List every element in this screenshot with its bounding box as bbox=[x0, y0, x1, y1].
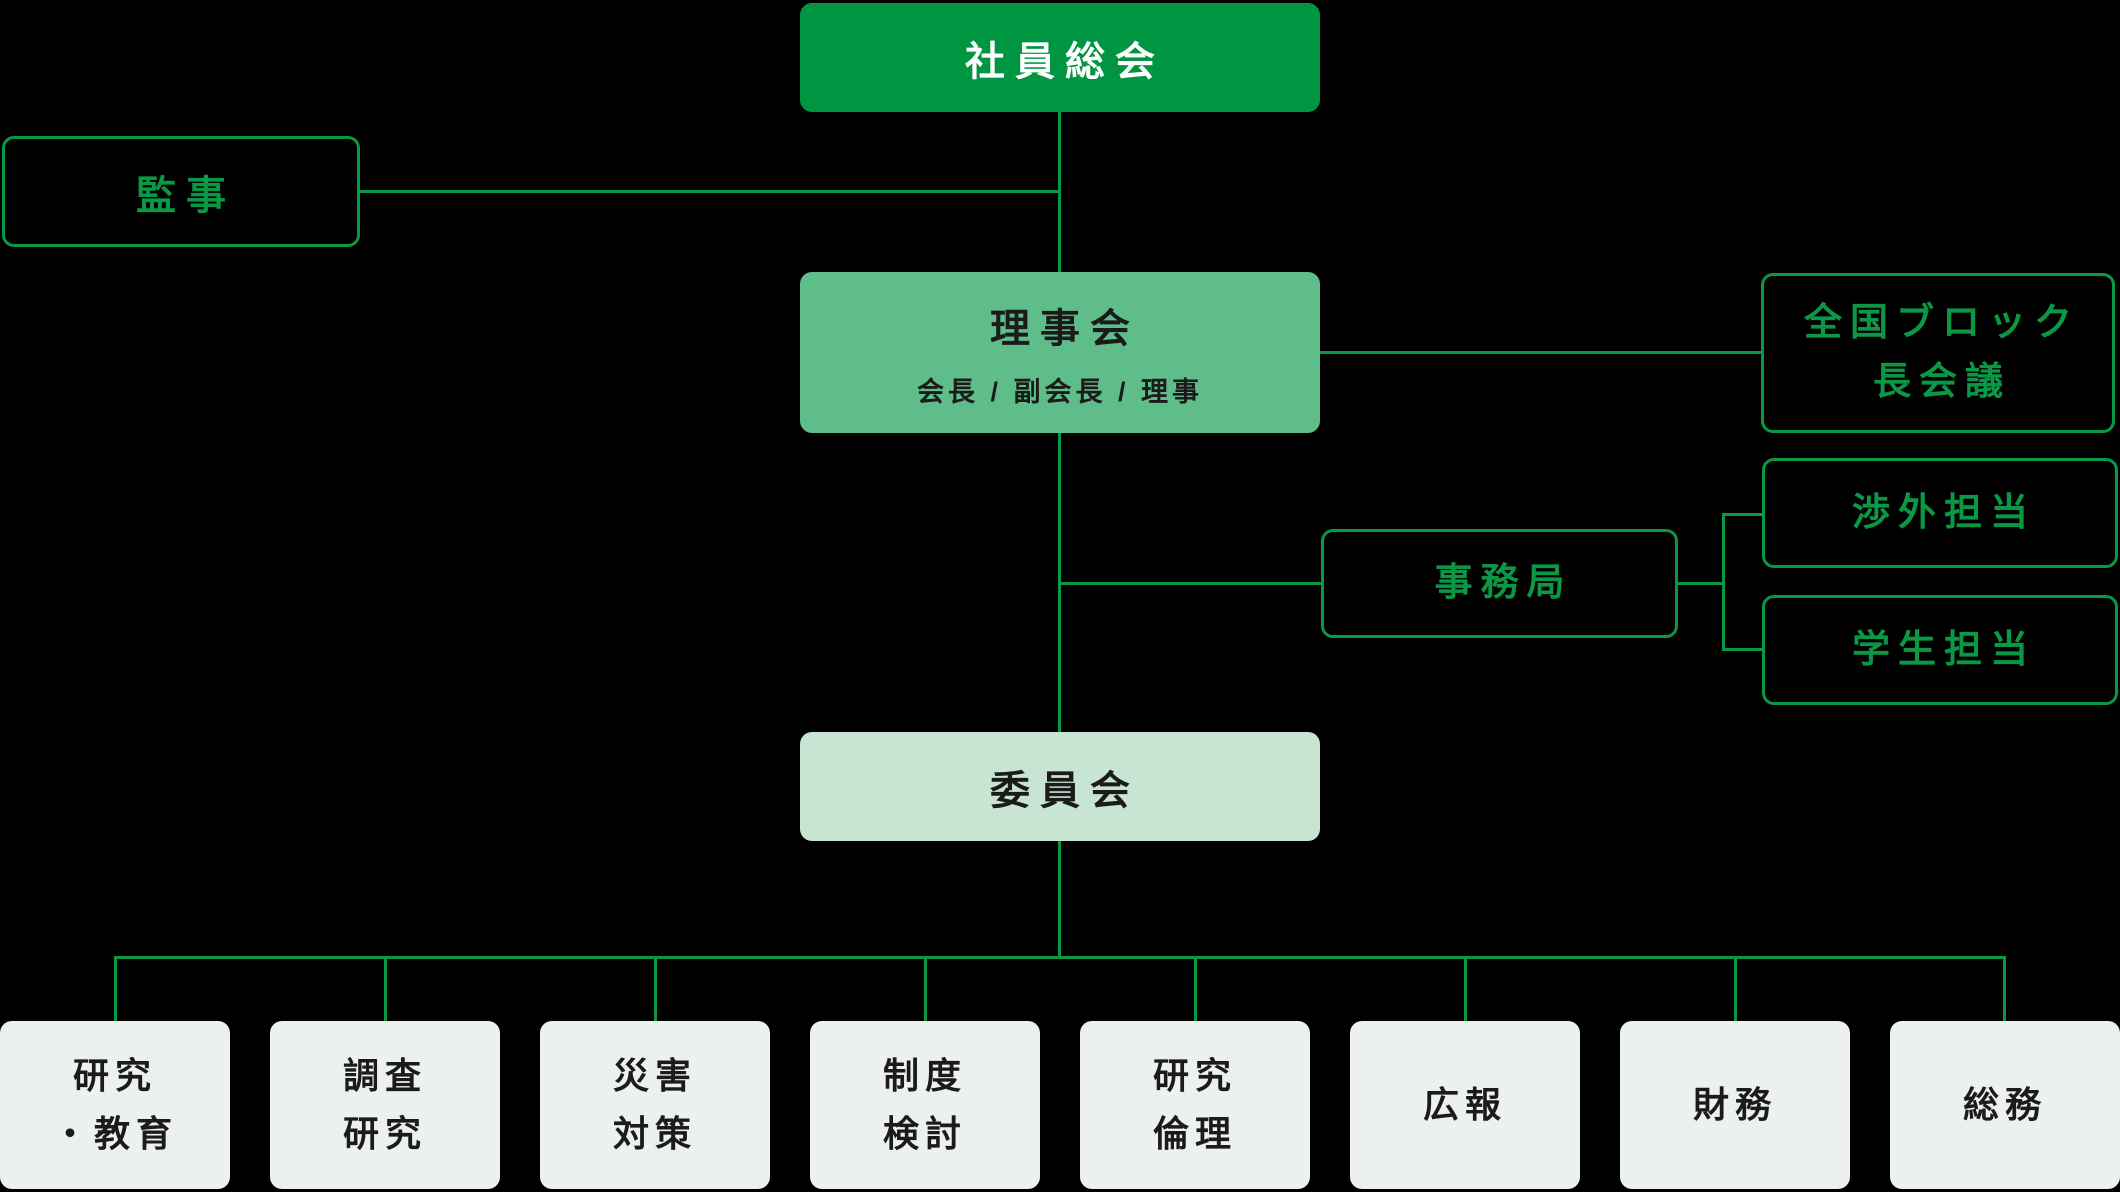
node-label-line1: 全国ブロック bbox=[1803, 302, 2080, 345]
committee-label: 財務 bbox=[1693, 1076, 1777, 1134]
connector-national-block bbox=[1320, 351, 1761, 354]
committee-label: 制度 検討 bbox=[883, 1047, 967, 1162]
committee-label-line: 広報 bbox=[1422, 1084, 1507, 1126]
node-board-of-directors: 理事会 会長 / 副会長 / 理事 bbox=[800, 272, 1320, 433]
committee-label-line: 研究 bbox=[72, 1055, 157, 1097]
committee-label-line: ・教育 bbox=[51, 1113, 178, 1154]
connector-drop bbox=[1734, 956, 1737, 1022]
committee-box-disaster-measures: 災害 対策 bbox=[540, 1021, 770, 1189]
connector-drop bbox=[654, 956, 657, 1022]
node-student-affairs: 学生担当 bbox=[1762, 595, 2118, 705]
committee-label-line: 災害 bbox=[612, 1055, 697, 1097]
connector-distribution bbox=[114, 956, 2006, 959]
node-secretariat: 事務局 bbox=[1321, 529, 1678, 638]
connector-drop bbox=[114, 956, 117, 1022]
node-label: 社員総会 bbox=[965, 39, 1165, 84]
committee-label-line: 倫理 bbox=[1152, 1113, 1237, 1154]
connector-drop bbox=[924, 956, 927, 1022]
committee-label-line: 制度 bbox=[882, 1055, 967, 1097]
committee-label-line: 調査 bbox=[342, 1055, 427, 1097]
committee-label: 研究 ・教育 bbox=[52, 1047, 178, 1162]
connector-auditor bbox=[360, 190, 1060, 193]
connector-drop bbox=[2003, 956, 2006, 1022]
committee-label-line: 研究 bbox=[1152, 1055, 1237, 1097]
committee-label: 広報 bbox=[1423, 1076, 1507, 1134]
committee-label: 研究 倫理 bbox=[1153, 1047, 1237, 1162]
connector-secretariat-left bbox=[1059, 582, 1321, 585]
connector-bracket-top bbox=[1722, 513, 1762, 516]
node-national-block-chiefs: 全国ブロック 長会議 bbox=[1761, 273, 2115, 433]
connector-trunk-bottom bbox=[1058, 841, 1061, 957]
committee-box-finance: 財務 bbox=[1620, 1021, 1850, 1189]
committee-label-line: 財務 bbox=[1692, 1084, 1777, 1126]
node-general-meeting: 社員総会 bbox=[800, 3, 1320, 112]
connector-drop bbox=[1464, 956, 1467, 1022]
committee-label-line: 研究 bbox=[342, 1113, 427, 1154]
connector-bracket-bottom bbox=[1722, 648, 1762, 651]
committee-box-public-relations: 広報 bbox=[1350, 1021, 1580, 1189]
node-label: 全国ブロック 長会議 bbox=[1796, 294, 2080, 412]
committee-label-line: 検討 bbox=[882, 1113, 967, 1154]
committee-label: 総務 bbox=[1963, 1076, 2047, 1134]
committee-box-system-review: 制度 検討 bbox=[810, 1021, 1040, 1189]
connector-drop bbox=[1194, 956, 1197, 1022]
node-auditor: 監事 bbox=[2, 136, 360, 247]
committee-label: 災害 対策 bbox=[613, 1047, 697, 1162]
node-label: 学生担当 bbox=[1851, 628, 2036, 671]
node-label: 理事会 bbox=[990, 307, 1140, 351]
committee-box-survey-research: 調査 研究 bbox=[270, 1021, 500, 1189]
node-subtitle: 会長 / 副会長 / 理事 bbox=[916, 377, 1203, 407]
connector-secretariat-right bbox=[1678, 582, 1725, 585]
committee-label-line: 総務 bbox=[1962, 1084, 2047, 1126]
node-label: 監事 bbox=[136, 173, 236, 218]
node-label: 委員会 bbox=[990, 768, 1140, 813]
node-external-affairs: 渉外担当 bbox=[1762, 458, 2118, 568]
committee-label-line: 対策 bbox=[612, 1113, 697, 1154]
node-committee: 委員会 bbox=[800, 732, 1320, 841]
committee-label: 調査 研究 bbox=[343, 1047, 427, 1162]
connector-drop bbox=[384, 956, 387, 1022]
committee-box-general-affairs: 総務 bbox=[1890, 1021, 2120, 1189]
committee-box-research-ethics: 研究 倫理 bbox=[1080, 1021, 1310, 1189]
node-label: 渉外担当 bbox=[1851, 491, 2036, 534]
connector-bracket-vertical bbox=[1722, 513, 1725, 651]
node-label: 事務局 bbox=[1434, 562, 1573, 605]
committee-box-research-education: 研究 ・教育 bbox=[0, 1021, 230, 1189]
node-label-line2: 長会議 bbox=[1872, 361, 2011, 403]
